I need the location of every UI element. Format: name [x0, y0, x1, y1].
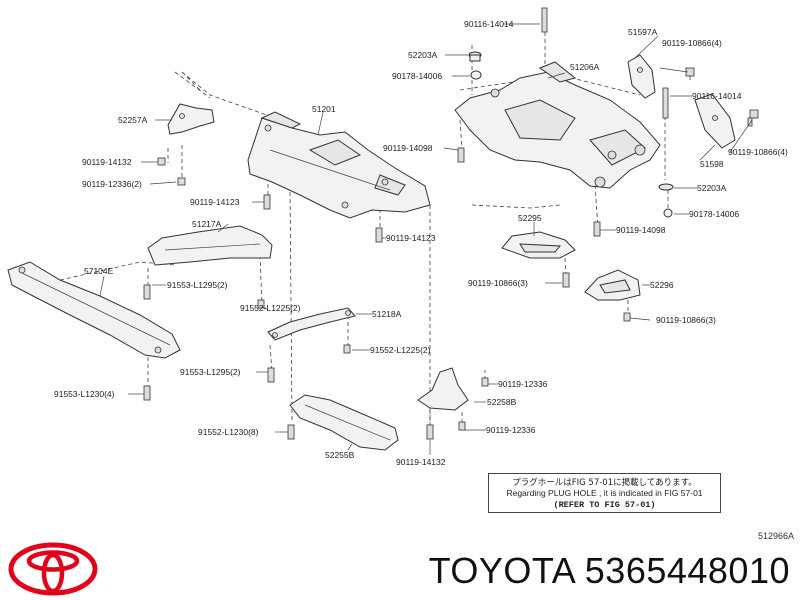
brace-51218A — [267, 307, 356, 341]
label-90119-14132-left: 90119-14132 — [82, 157, 132, 167]
label-90178-14006-right: 90178-14006 — [689, 209, 739, 219]
label-90119-10866-4-right: 90119-10866(4) — [728, 147, 788, 157]
brand-part-title: TOYOTA 5365448010 — [428, 550, 790, 591]
label-91553-L1295-2-b: 91553-L1295(2) — [180, 367, 241, 377]
bracket-52296 — [584, 269, 641, 301]
label-52203A-top: 52203A — [408, 50, 438, 60]
label-52258B: 52258B — [487, 397, 517, 407]
label-leaders — [99, 23, 753, 455]
label-90119-10866-3-a: 90119-10866(3) — [468, 278, 528, 288]
label-91553-L1295-2-a: 91553-L1295(2) — [167, 280, 228, 290]
label-52255B: 52255B — [325, 450, 355, 460]
label-90116-14014-top: 90116-14014 — [464, 19, 514, 29]
label-91553-L1230-4: 91553-L1230(4) — [54, 389, 115, 399]
bracket-51598 — [694, 93, 736, 149]
label-90178-14006-top: 90178-14006 — [392, 71, 442, 81]
crossmember-51201 — [247, 111, 431, 219]
label-90119-12336-b: 90119-12336 — [486, 425, 536, 435]
label-91552-L1225-2-b: 91552-L1225(2) — [370, 345, 431, 355]
label-52296: 52296 — [650, 280, 674, 290]
cushion-52203A-top — [468, 51, 482, 80]
pad-52295 — [501, 231, 576, 259]
label-91552-L1225-2-a: 91552-L1225(2) — [240, 303, 301, 313]
label-90119-10866-4-top: 90119-10866(4) — [662, 38, 722, 48]
diagram-code: 512966A — [757, 531, 794, 541]
label-51206A: 51206A — [570, 62, 600, 72]
label-90119-14098-mid: 90119-14098 — [383, 143, 433, 153]
label-90119-12336-a: 90119-12336 — [498, 379, 548, 389]
label-51597A: 51597A — [628, 27, 658, 37]
label-52203A-right: 52203A — [697, 183, 727, 193]
label-90119-10866-3-b: 90119-10866(3) — [656, 315, 716, 325]
beam-57104E — [7, 261, 181, 359]
label-90116-14014-right: 90116-14014 — [692, 91, 742, 101]
label-90119-14098-right: 90119-14098 — [616, 225, 666, 235]
cushion-52203A-right — [658, 183, 674, 218]
label-90119-14123-b: 90119-14123 — [386, 233, 436, 243]
label-57104E: 57104E — [84, 266, 114, 276]
label-51218A: 51218A — [372, 309, 402, 319]
plug-hole-note: プラグホールはFIG 57-01に掲載してあります。 Regarding PLU… — [488, 473, 721, 513]
subframe-51206A — [454, 61, 661, 189]
part-labels: 90116-14014 52203A 90178-14006 51597A 90… — [54, 19, 788, 467]
plate-52255B — [289, 394, 399, 451]
note-reference-text: (REFER TO FIG 57-01) — [553, 500, 656, 510]
note-english-text: Regarding PLUG HOLE , it is indicated in… — [506, 488, 703, 498]
label-52257A: 52257A — [118, 115, 148, 125]
label-51598: 51598 — [700, 159, 724, 169]
label-90119-14123-a: 90119-14123 — [190, 197, 240, 207]
label-91552-L1230-8: 91552-L1230(8) — [198, 427, 259, 437]
label-90119-12336-2: 90119-12336(2) — [82, 179, 142, 189]
bracket-52258B — [417, 367, 469, 411]
bracket-52257A — [167, 103, 215, 135]
bolts — [143, 7, 759, 440]
bracket-51597A — [627, 54, 656, 99]
label-51201: 51201 — [312, 104, 336, 114]
label-51217A: 51217A — [192, 219, 222, 229]
note-japanese-text: プラグホールはFIG 57-01に掲載してあります。 — [512, 478, 697, 488]
toyota-logo-icon — [8, 542, 98, 596]
plate-51217A — [147, 225, 273, 266]
label-52295: 52295 — [518, 213, 542, 223]
label-90119-14132-bottom: 90119-14132 — [396, 457, 446, 467]
